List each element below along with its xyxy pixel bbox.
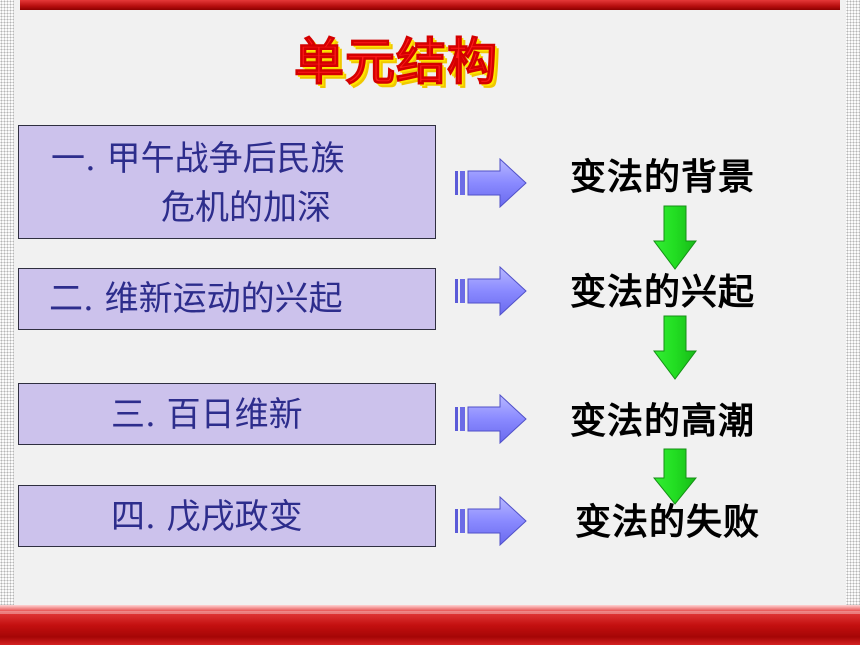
down-arrow-icon [653,448,697,505]
stage-label-1: 变法的背景 [570,157,756,198]
slide-title: 单元结构 [294,33,498,92]
section-3-line-1: 三. 百日维新 [111,395,303,435]
section-box-3: 三. 百日维新 [18,383,436,445]
stage-label-2: 变法的兴起 [570,272,756,313]
down-arrow-icon [653,205,697,270]
section-2-line-1: 二. 维新运动的兴起 [49,279,343,319]
bottom-red-band [0,605,860,645]
striped-right-arrow-icon [455,266,527,316]
right-dotted-border [846,0,860,612]
top-red-bar [20,0,840,10]
left-dotted-border [0,0,14,612]
section-1-line-1: 一. 甲午战争后民族 [51,139,345,179]
section-box-2: 二. 维新运动的兴起 [18,268,436,330]
section-box-1: 一. 甲午战争后民族 危机的加深 [18,125,436,239]
striped-right-arrow-icon [455,394,527,444]
down-arrow-icon [653,315,697,380]
stage-label-3: 变法的高潮 [570,401,756,442]
section-4-line-1: 四. 戊戌政变 [111,497,303,537]
section-1-line-2: 危机的加深 [161,188,331,228]
striped-right-arrow-icon [455,158,527,208]
section-box-4: 四. 戊戌政变 [18,485,436,547]
striped-right-arrow-icon [455,496,527,546]
stage-label-4: 变法的失败 [575,502,761,543]
